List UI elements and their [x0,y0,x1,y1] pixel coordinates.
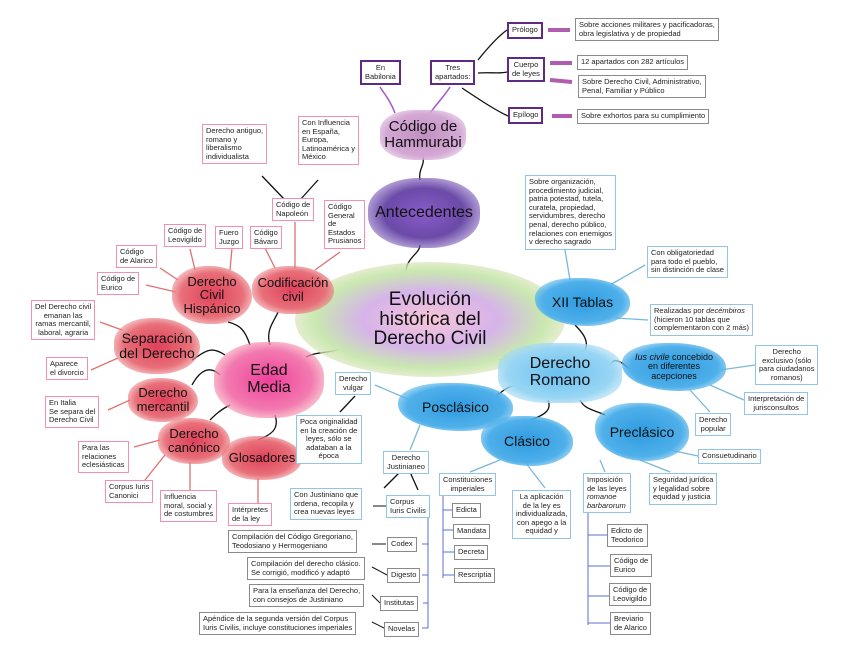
edicta-box: Edicta [452,503,481,518]
xii-tablas-node: XII Tablas [535,278,630,326]
xii-desc-c-post: (hicieron 10 tablas que complementaron c… [654,314,750,333]
ius-civile-italic: Ius civile [634,351,670,362]
novelas-box: Novelas [384,622,420,637]
popular-box: Derecho popular [695,413,732,437]
arrow-napoleon-a [261,175,286,201]
separacion-node: Separación del Derecho [114,318,200,374]
influencia-box: Influencia moral, social y de costumbres [160,490,218,522]
glosadores-node: Glosadores [222,436,302,480]
corpus-civilis-box: Corpus Iuris Civilis [386,495,430,519]
digesto-box: Digesto [387,568,421,583]
digesto-desc: Compilación del derecho clásico. Se corr… [247,557,365,581]
edad-media-node: Edad Media [214,342,324,418]
institutas-desc: Para la enseñanza del Derecho, con conse… [249,584,365,608]
teodorico-box: Edicto de Teodorico [607,524,648,548]
leovigildo-box: Código de Leovigildo [164,224,207,248]
xii-desc-c-italic: decémbiros [706,306,745,315]
vulgar-box: Derecho vulgar [335,372,372,396]
mandata-box: Mandata [453,524,491,539]
codex-box: Codex [387,537,417,552]
eurico-box: Código de Eurico [97,272,140,296]
rescriptia-box: Rescriptia [454,568,496,583]
consuetudinario-box: Consuetudinario [698,449,761,464]
napoleon-desc-a: Derecho antiguo, romano y liberalismo in… [202,124,268,165]
divorcio-box: Aparece el divorcio [46,357,88,381]
napoleon-box: Código de Napoleón [272,198,315,222]
imposicion-pre: Imposición de las leyes [587,475,627,493]
xii-desc-c: Realizadas por decémbiros (hicieron 10 t… [650,304,754,336]
interpretes-box: Intérpretes de la ley [228,503,272,527]
hammurabi-node: Código de Hammurabi [380,110,466,160]
poca-originalidad-box: Poca originalidad en la creación de leye… [296,415,362,464]
arrow-epilogo [461,87,509,117]
italia-box: En Italia Se separa del Derecho Civil [45,396,100,428]
antecedentes-node: Antecedentes [368,178,480,248]
justinianeo-box: Derecho Justinianeo [383,451,429,475]
cuerpo-desc-2: Sobre Derecho Civil, Administrativo, Pen… [578,75,706,99]
prologo-desc: Sobre acciones militares y pacificadoras… [575,18,719,42]
bavaro-box: Código Bávaro [250,226,282,250]
epilogo-box: Epílogo [508,107,544,124]
cuerpo-desc-1: 12 apartados con 282 artículos [577,55,688,70]
con-justiniano-box: Con Justiniano que ordena, recopila y cr… [290,488,363,520]
imposicion-italic: romanoe barbarorum [587,492,626,510]
arrow-prologo [477,29,508,61]
prologo-box: Prólogo [507,22,543,39]
epilogo-desc: Sobre exhortos para su cumplimiento [577,109,710,124]
separacion-desc: Del Derecho civil emanan las ramas merca… [31,300,96,341]
xii-desc-b: Con obligatoriedad para todo el pueblo, … [647,246,728,278]
prusianos-box: Código General de Estados Prusianos [324,200,366,249]
breviario-box: Breviario de Alarico [610,612,651,636]
codex-desc: Compilación del Código Gregoriano, Teodo… [228,530,357,554]
ius-civile-node: Ius civile concebido en diferentes acepc… [622,343,726,391]
imposicion-box: Imposición de las leyes romanoe barbaror… [583,473,631,514]
canonico-node: Derecho canónico [158,418,230,464]
preclasico-node: Preclásico [595,403,689,461]
canonici-box: Corpus Iuris Canonici [105,480,154,504]
xii-desc-c-pre: Realizadas por [654,306,707,315]
eurico-romano-box: Código de Eurico [610,554,653,578]
codificacion-node: Codificación civil [252,266,334,314]
mercantil-node: Derecho mercantil [128,378,198,422]
decreta-box: Decreta [454,545,489,560]
cuerpo-leyes-box: Cuerpo de leyes [507,57,545,83]
eclesiasticas-box: Para las relaciones eclesiásticas [78,441,129,473]
hispanico-node: Derecho Civil Hispánico [172,266,252,324]
jurisconsultos-box: Interpretación de jurisconsultos [744,392,809,416]
derecho-romano-node: Derecho Romano [498,343,622,403]
novelas-desc: Apéndice de la segunda versión del Corpu… [199,612,357,636]
napoleon-desc-b: Con Influencia en España, Europa, Latino… [298,116,359,165]
ius-civile-rest: concebido en diferentes acepciones [647,351,714,381]
arrow-napoleon-b [299,179,319,201]
xii-desc-a: Sobre organización, procedimiento judici… [525,175,616,250]
babilonia-box: En Babilonia [360,60,401,86]
tres-apartados-box: Tres apartados: [430,60,476,86]
arrow-cuerpo [477,71,508,74]
connector-hammurabi [418,156,425,181]
posclasico-node: Posclásico [398,383,513,431]
exclusivo-box: Derecho exclusivo (sólo para ciudadanos … [755,345,819,386]
leovigildo-romano-box: Código de Leovigildo [609,583,652,607]
fuero-juzgo-box: Fuero Juzgo [215,226,244,250]
alarico-box: Código de Alarico [116,245,157,269]
constituciones-box: Constituciones imperiales [439,473,497,497]
seguridad-box: Seguridad jurídica y legalidad sobre equ… [649,473,718,505]
institutas-box: Institutas [380,596,419,611]
aplicacion-box: La aplicación de la ley es individualiza… [512,490,572,539]
